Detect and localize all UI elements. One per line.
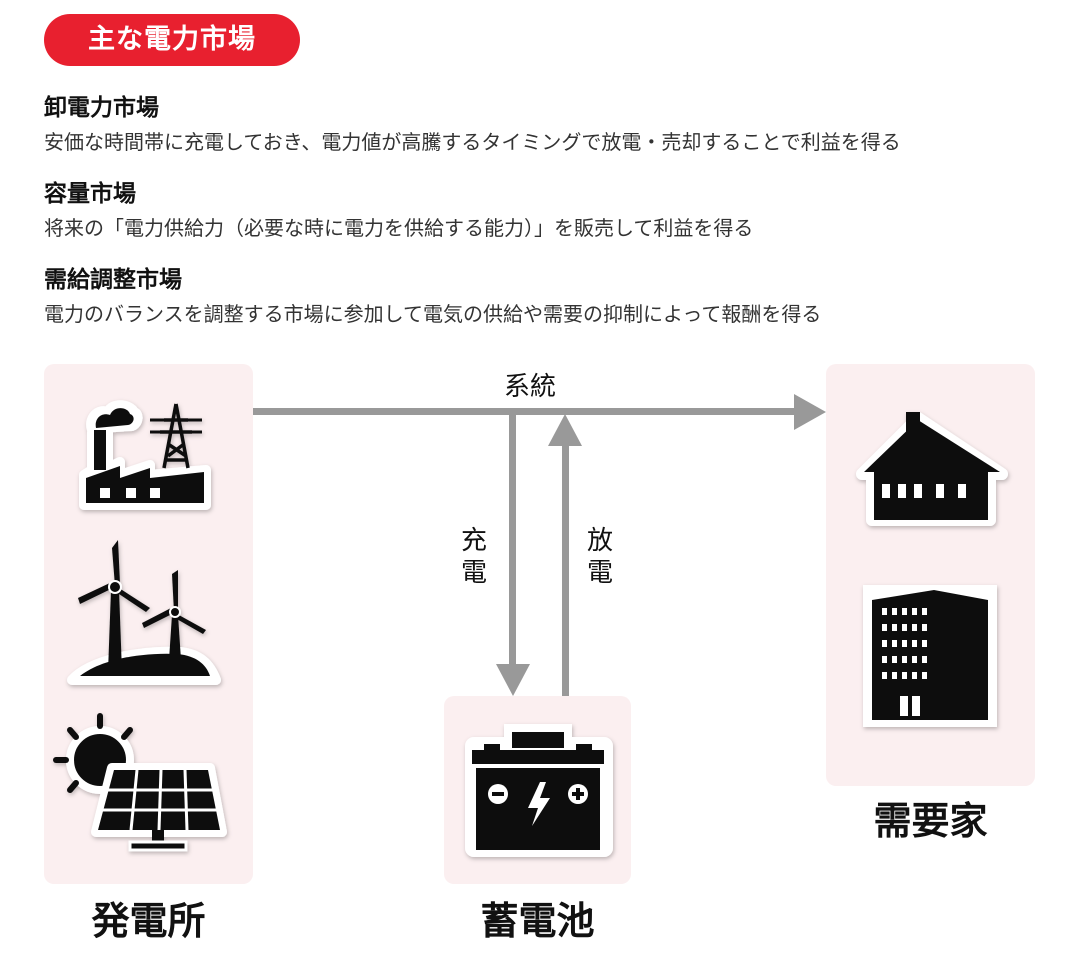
solar-panel-icon	[53, 713, 227, 852]
market-title-balancing: 需給調整市場	[44, 267, 182, 293]
consumer-label: 需要家	[873, 799, 988, 843]
market-title-capacity: 容量市場	[44, 181, 136, 207]
market-title-wholesale: 卸電力市場	[44, 95, 159, 121]
battery-label: 蓄電池	[480, 899, 595, 943]
market-desc-balancing: 電力のバランスを調整する市場に参加して電気の供給や需要の抑制によって報酬を得る	[44, 302, 822, 326]
grid-arrow	[253, 394, 826, 430]
discharge-label: 放電	[586, 526, 613, 588]
generation-label: 発電所	[91, 899, 206, 943]
section-title-badge: 主な電力市場	[44, 14, 300, 66]
grid-label: 系統	[504, 372, 557, 402]
charge-arrow	[496, 415, 530, 696]
market-desc-wholesale: 安価な時間帯に充電しておき、電力値が高騰するタイミングで放電・売却することで利益…	[44, 130, 901, 154]
market-desc-capacity: 将来の「電力供給力（必要な時に電力を供給する能力）」を販売して利益を得る	[44, 216, 754, 240]
charge-label: 充電	[460, 526, 487, 588]
house-icon	[856, 412, 1008, 526]
building-icon	[863, 585, 997, 727]
factory-tower-icon	[79, 400, 211, 510]
battery-icon	[465, 724, 613, 857]
wind-turbine-icon	[67, 540, 221, 685]
discharge-arrow	[548, 414, 582, 696]
